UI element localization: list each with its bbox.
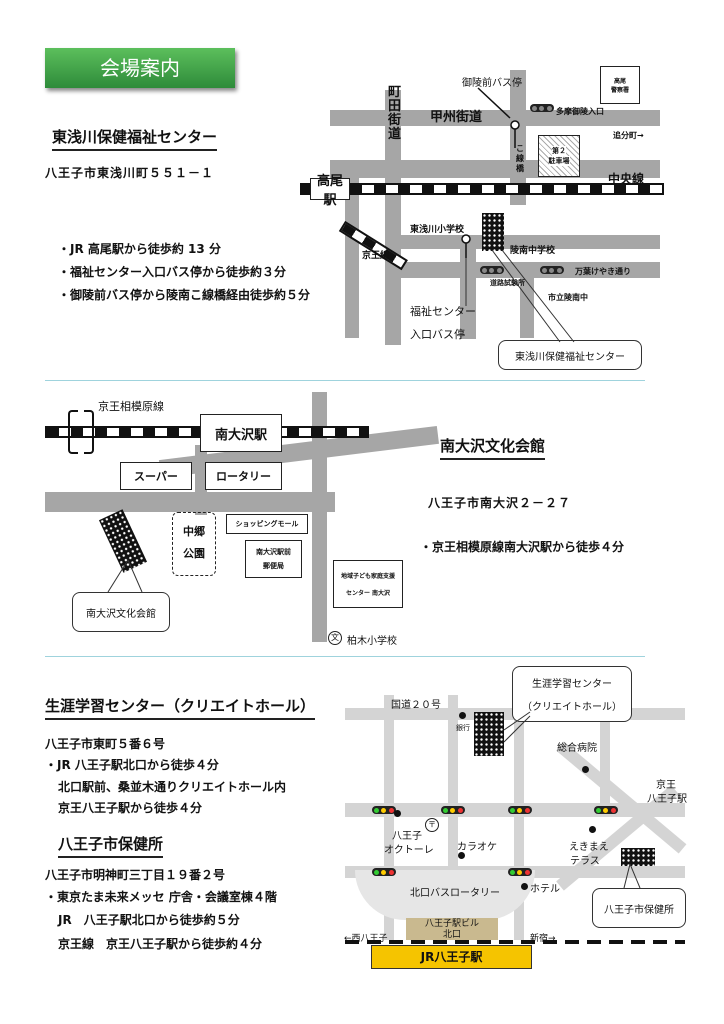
shiritsu-label: 市立陵南中 [548, 293, 588, 302]
venue3-access-3: 京王八王子駅から徒歩４分 [58, 801, 203, 815]
doro-label: 道路試験所 [490, 279, 525, 287]
nakago-park: 中郷公園 [172, 512, 216, 576]
hokenjo-building [621, 848, 655, 866]
kashiwagi-school-label: 柏木小学校 [347, 636, 397, 647]
page-banner: 会場案内 [45, 48, 235, 88]
hotel-label: ホテル [530, 884, 560, 895]
venue2-address: 八王子市南大沢２－２７ [428, 496, 572, 510]
venue3-title: 生涯学習センター（クリエイトホール） [45, 695, 316, 720]
venue4-access-2: JR 八王子駅北口から徒歩約５分 [58, 913, 240, 927]
keio-hachioji-label-2: 八王子駅 [647, 794, 687, 805]
supermarket: スーパー [120, 462, 192, 490]
minamiosawa-callout: 南大沢文化会館 [72, 592, 170, 632]
venue2-title: 南大沢文化会館 [440, 435, 546, 460]
kodomo-center: 地域子ども家庭支援センター 南大沢 [333, 560, 403, 608]
koshu-road-label: 甲州街道 [430, 110, 483, 125]
post-office: 南大沢駅前郵便局 [245, 540, 302, 578]
ekimae-terrace-label-1: えきまえ [569, 842, 609, 853]
higashiasakawa-school-label: 東浅川小学校 [410, 225, 465, 235]
ryonan-jh-label: 陵南中学校 [510, 246, 556, 256]
divider-1 [45, 380, 645, 381]
keio-hachioji-label-1: 京王 [656, 780, 676, 791]
venue1-title: 東浅川保健福祉センター [52, 126, 218, 151]
rotary-minamiosawa: ロータリー [205, 462, 282, 490]
keio-line-label: 京王線 [362, 251, 390, 261]
venue1-access-2: ・福祉センター入口バス停から徒歩約３分 [58, 265, 287, 279]
goryo-busstop-label: 御陵前バス停 [462, 78, 522, 89]
create-hall-building [474, 712, 504, 756]
venue4-access-3: 京王線 京王八王子駅から徒歩約４分 [58, 937, 263, 951]
school-map-symbol: 文 [328, 631, 342, 645]
police-box: 高尾警察署 [600, 66, 640, 104]
fukushi-busstop-label-2: 入口バス停 [410, 328, 465, 341]
oiwake-label: 追分町→ [613, 131, 644, 140]
bank-label: 銀行 [456, 724, 470, 732]
keio-sagamihara-line-label: 京王相模原線 [98, 400, 164, 413]
create-hall-callout: 生涯学習センター（クリエイトホール） [512, 666, 632, 722]
venue1-access-1: ・JR 高尾駅から徒歩約 13 分 [58, 242, 221, 256]
octore-label-1: 八王子 [392, 831, 422, 842]
venue3-address: 八王子市東町５番６号 [45, 737, 166, 751]
venue1-access-3: ・御陵前バス停から陵南こ線橋経由徒歩約５分 [58, 288, 311, 302]
divider-2 [45, 656, 645, 657]
bus-rotary-label: 北口バスロータリー [410, 888, 500, 899]
fukushi-busstop-label-1: 福祉センター [410, 305, 476, 318]
station-building: 八王子駅ビル北口 [406, 918, 498, 942]
tamagoryo-label: 多摩御陵入口 [556, 107, 604, 116]
venue2-access: ・京王相模原線南大沢駅から徒歩４分 [420, 540, 625, 554]
karaoke-label: カラオケ [457, 842, 497, 853]
manyo-label: 万葉けやき通り [575, 267, 631, 276]
jr-hachioji-station: JR八王子駅 [371, 945, 532, 969]
kosenkyo-label: こ線橋 [516, 144, 524, 173]
shinjuku-label: 新宿→ [530, 934, 556, 944]
ekimae-terrace-label-2: テラス [570, 856, 600, 867]
shopping-mall: ショッピングモール [226, 514, 308, 534]
nishihachioji-label: ←西八王子 [344, 934, 388, 944]
hokenjo-callout: 八王子市保健所 [592, 888, 686, 928]
higashiasakawa-callout: 東浅川保健福祉センター [498, 340, 642, 370]
venue4-address: 八王子市明神町三丁目１９番２号 [45, 868, 226, 882]
higashiasakawa-building [482, 213, 504, 251]
route20-label: 国道２０号 [391, 700, 441, 711]
minamiosawa-station: 南大沢駅 [200, 414, 282, 452]
venue1-address: 八王子市東浅川町５５１－１ [45, 166, 215, 180]
venue4-access-1: ・東京たま未来メッセ 庁舎・会議室棟４階 [45, 890, 277, 904]
hospital-label: 総合病院 [557, 743, 597, 754]
chuo-line-label: 中央線 [608, 172, 645, 186]
venue3-access-1: ・JR 八王子駅北口から徒歩４分 [45, 758, 219, 772]
venue3-access-2: 北口駅前、桑並木通りクリエイトホール内 [58, 780, 287, 794]
post-office-map-symbol: 〒 [425, 818, 439, 832]
venue4-title: 八王子市保健所 [58, 833, 164, 858]
octore-label-2: オクトーレ [384, 845, 434, 856]
machida-road-label: 町田街道 [388, 85, 402, 142]
